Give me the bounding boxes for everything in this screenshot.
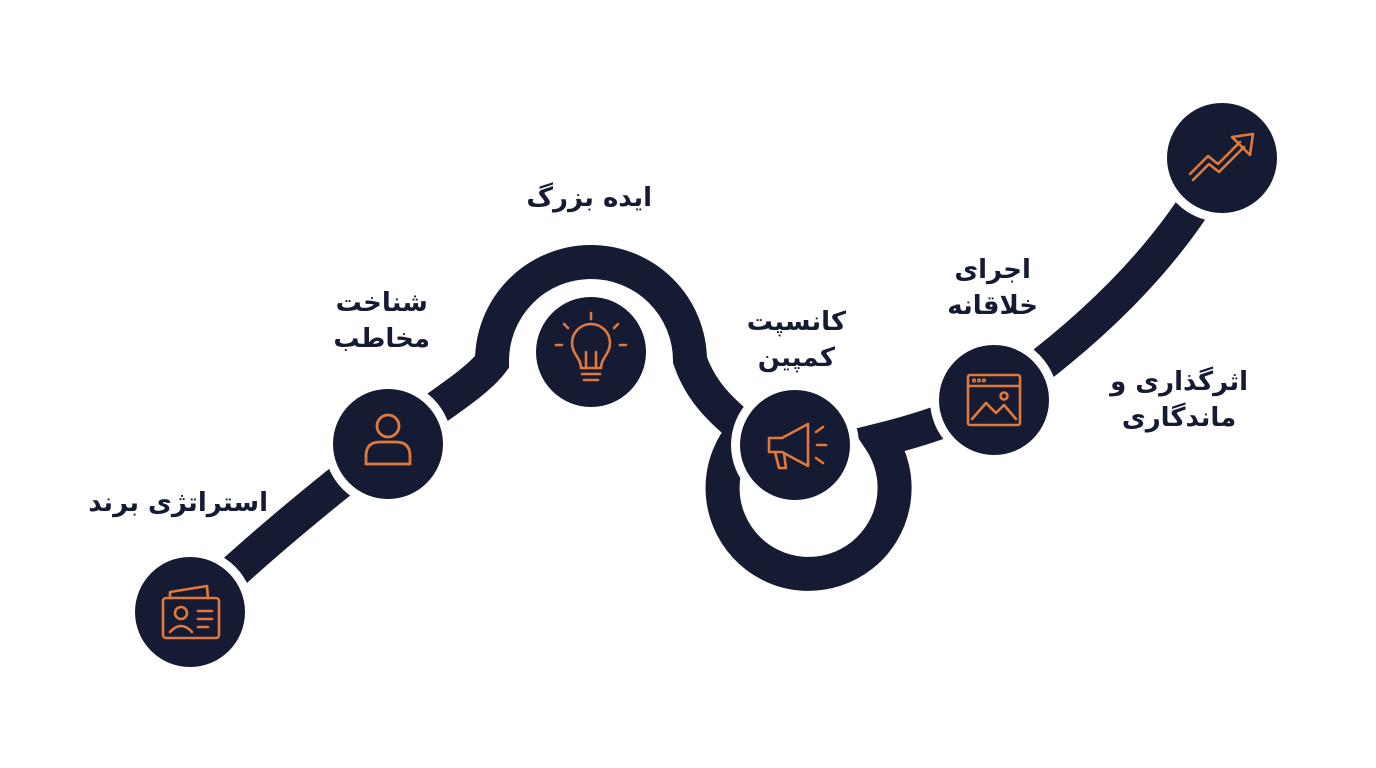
image-window-icon [966,373,1022,427]
node-creative-execution [939,345,1049,455]
step-label-audience: شناخت مخاطب [333,288,430,354]
user-icon [364,413,412,466]
node-big-idea [536,297,646,407]
step-label-impact: اثرگذاری و ماندگاری [1110,367,1248,433]
step-label-brand-strategy: استراتژی برند [88,488,268,518]
lightbulb-icon [554,311,628,382]
megaphone-icon [767,422,828,470]
node-brand-strategy [135,557,245,667]
node-audience [333,389,443,499]
step-label-campaign-concept: کانسپت کمپین [746,307,846,373]
step-label-creative-execution: اجرای خلاقانه [947,255,1038,321]
id-card-icon [161,584,221,640]
node-impact [1167,103,1277,213]
node-campaign-concept [740,390,850,500]
road-path [173,141,1239,629]
trend-up-icon [1188,132,1255,182]
step-label-big-idea: ایده بزرگ [526,183,652,213]
